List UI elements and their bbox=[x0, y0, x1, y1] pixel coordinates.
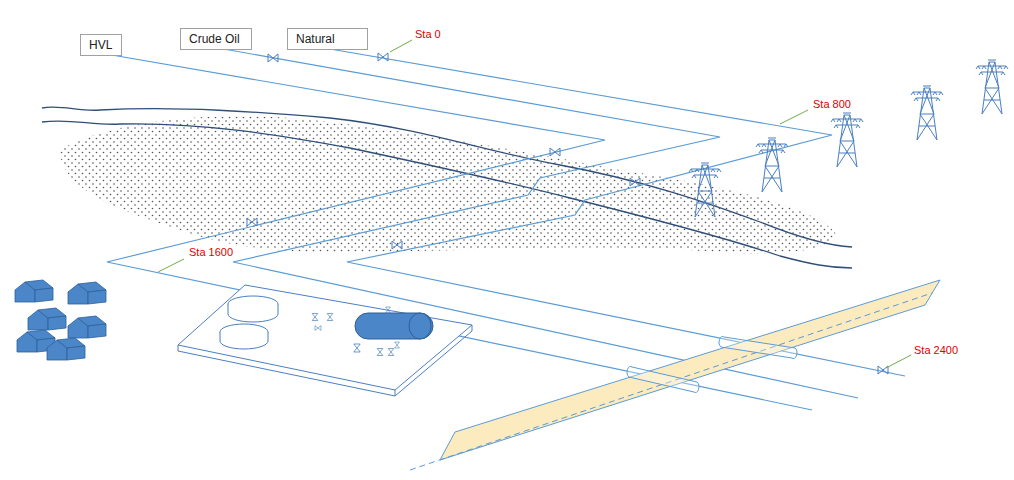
transmission-towers bbox=[689, 60, 1008, 217]
station-label: Sta 0 bbox=[414, 28, 442, 41]
casing-pipe bbox=[627, 366, 699, 392]
pipeline-name-box: Crude Oil bbox=[180, 28, 252, 50]
station-label: Sta 1600 bbox=[188, 246, 234, 259]
houses bbox=[15, 280, 106, 360]
pipeline-name: Crude Oil bbox=[189, 32, 240, 46]
road-centerline bbox=[410, 293, 932, 470]
facility bbox=[178, 285, 472, 396]
road bbox=[440, 280, 940, 460]
station-label: Sta 800 bbox=[812, 98, 852, 111]
river-bank bbox=[42, 121, 852, 268]
leader-lines bbox=[158, 40, 911, 368]
pipeline-name-box: HVL bbox=[80, 34, 122, 56]
pipeline-name: HVL bbox=[89, 38, 112, 52]
pipeline-name-box: Natural bbox=[287, 28, 368, 50]
station-label: Sta 2400 bbox=[913, 344, 959, 357]
casing-pipe bbox=[719, 336, 797, 358]
river-bank bbox=[42, 107, 852, 247]
pipeline-name: Natural bbox=[296, 32, 335, 46]
